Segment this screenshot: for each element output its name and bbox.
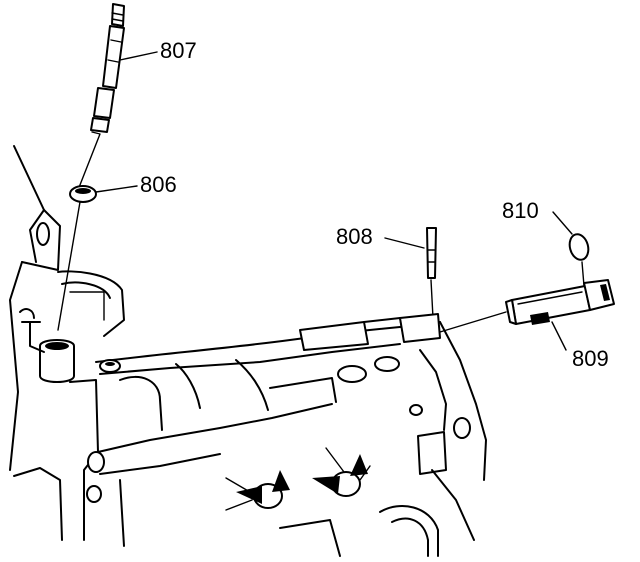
callout-810: 810 <box>502 198 539 223</box>
callout-806: 806 <box>140 172 177 197</box>
part-807-shaft <box>77 3 125 191</box>
bolt-boss-left <box>225 470 290 511</box>
part-809-sleeve <box>439 279 615 333</box>
callout-807: 807 <box>160 38 197 63</box>
part-810-o-ring <box>568 233 590 287</box>
part-808-pin <box>426 227 437 319</box>
callout-808: 808 <box>336 224 373 249</box>
transmission-case <box>9 145 487 557</box>
callout-809: 809 <box>572 346 609 371</box>
leader-lines <box>95 51 573 351</box>
callout-labels: 807 806 808 810 809 <box>140 38 609 371</box>
bolt-boss-right <box>312 447 371 497</box>
part-806-seal <box>57 185 97 331</box>
